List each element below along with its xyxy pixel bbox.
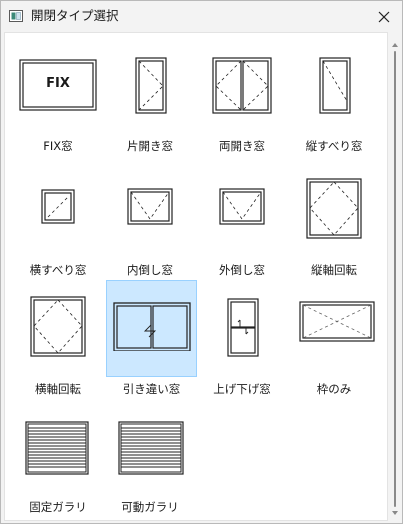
vertical-pivot-icon — [306, 178, 362, 239]
movable-louver-icon — [118, 421, 184, 475]
option-label: 外倒し窓 — [219, 263, 265, 277]
fix-glyph: FIX — [46, 76, 70, 91]
scroll-down-arrow-icon[interactable] — [392, 511, 398, 515]
option-movable-louver[interactable]: 可動ガラリ — [108, 414, 192, 514]
option-hopper[interactable]: 内倒し窓 — [108, 175, 192, 277]
single-casement-icon — [135, 57, 167, 114]
option-label: 縦軸回転 — [311, 263, 357, 277]
horizontal-slide-icon — [41, 189, 75, 224]
close-button[interactable] — [366, 1, 402, 32]
hopper-icon — [127, 188, 173, 225]
horizontal-pivot-icon — [30, 296, 86, 357]
option-fix[interactable]: FIX FIX窓 — [16, 53, 100, 153]
sliding-window-icon — [113, 302, 191, 351]
scroll-thumb[interactable] — [394, 51, 396, 507]
option-frame-only[interactable]: 枠のみ — [292, 295, 376, 396]
option-label: 横軸回転 — [35, 382, 81, 396]
window-title: 開閉タイプ選択 — [31, 8, 119, 23]
option-fixed-louver[interactable]: 固定ガラリ — [16, 414, 100, 514]
option-label: 片開き窓 — [127, 139, 173, 153]
title-bar: 開閉タイプ選択 — [1, 1, 402, 32]
close-icon — [378, 11, 390, 22]
window-app-icon — [9, 10, 23, 22]
option-label: 横すべり窓 — [29, 263, 87, 277]
option-label: 引き違い窓 — [122, 382, 181, 396]
option-label: 内倒し窓 — [127, 263, 173, 277]
option-single-casement[interactable]: 片開き窓 — [108, 53, 192, 153]
double-hung-icon — [227, 298, 259, 357]
option-label: 固定ガラリ — [29, 500, 87, 514]
frame-only-icon — [299, 301, 375, 342]
option-double-hung[interactable]: 上げ下げ窓 — [200, 295, 284, 396]
option-label: 枠のみ — [316, 382, 352, 396]
scroll-up-arrow-icon[interactable] — [392, 43, 398, 47]
vertical-scrollbar[interactable] — [391, 35, 399, 519]
option-label: 可動ガラリ — [121, 500, 179, 514]
option-vertical-slide[interactable]: 縦すべり窓 — [292, 53, 376, 153]
option-double-casement[interactable]: 両開き窓 — [200, 53, 284, 153]
option-awning[interactable]: 外倒し窓 — [200, 175, 284, 277]
option-horizontal-slide[interactable]: 横すべり窓 — [16, 175, 100, 277]
vertical-slide-icon — [319, 57, 351, 114]
type-grid: FIX FIX窓 片開き窓 両開き窓 — [4, 32, 388, 521]
double-casement-icon — [212, 57, 272, 114]
option-label: 上げ下げ窓 — [213, 382, 271, 396]
option-horizontal-pivot[interactable]: 横軸回転 — [16, 295, 100, 396]
option-label: 縦すべり窓 — [305, 139, 363, 153]
fixed-louver-icon — [25, 421, 89, 475]
fix-window-icon — [19, 59, 97, 111]
awning-icon — [219, 188, 265, 225]
option-vertical-pivot[interactable]: 縦軸回転 — [292, 175, 376, 277]
option-label: FIX窓 — [43, 139, 73, 153]
option-label: 両開き窓 — [219, 139, 265, 153]
option-sliding[interactable]: 引き違い窓 — [106, 280, 197, 396]
